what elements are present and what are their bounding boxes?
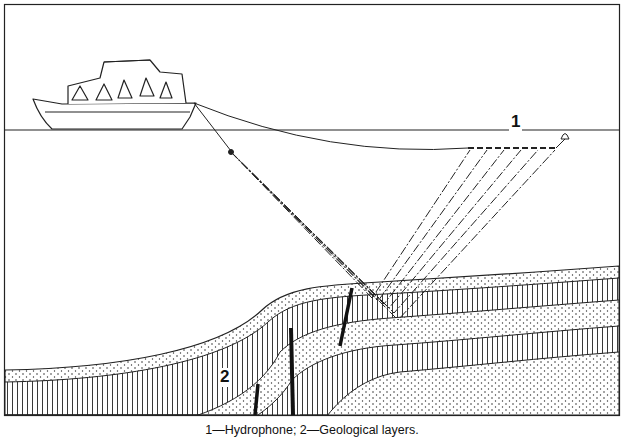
survey-ship	[33, 60, 196, 129]
layer-hatched	[5, 326, 619, 415]
fault-line	[291, 328, 293, 415]
tail-buoy	[561, 134, 569, 140]
fault-line	[255, 384, 258, 415]
streamer-cable	[194, 103, 468, 150]
geological-layers	[5, 266, 619, 415]
callout-number: 1	[509, 113, 522, 132]
figure-caption: 1—Hydrophone; 2—Geological layers.	[205, 423, 418, 438]
ray-path	[231, 150, 521, 308]
buoy-line	[556, 139, 565, 148]
ship-windows	[72, 78, 172, 100]
fault-line	[340, 288, 352, 346]
ray-path	[231, 150, 538, 313]
ship-deck-line	[45, 111, 190, 112]
ray-path	[231, 150, 487, 301]
tow-cables	[194, 103, 569, 155]
layer-dotted	[300, 352, 619, 415]
ray-path	[231, 150, 555, 320]
hydrophone-streamer	[468, 147, 556, 149]
ship-superstructure	[68, 60, 186, 104]
ship-roof	[104, 60, 150, 62]
ray-path	[231, 150, 504, 304]
callout-number: 2	[218, 368, 231, 387]
seismic-rays	[231, 150, 555, 320]
